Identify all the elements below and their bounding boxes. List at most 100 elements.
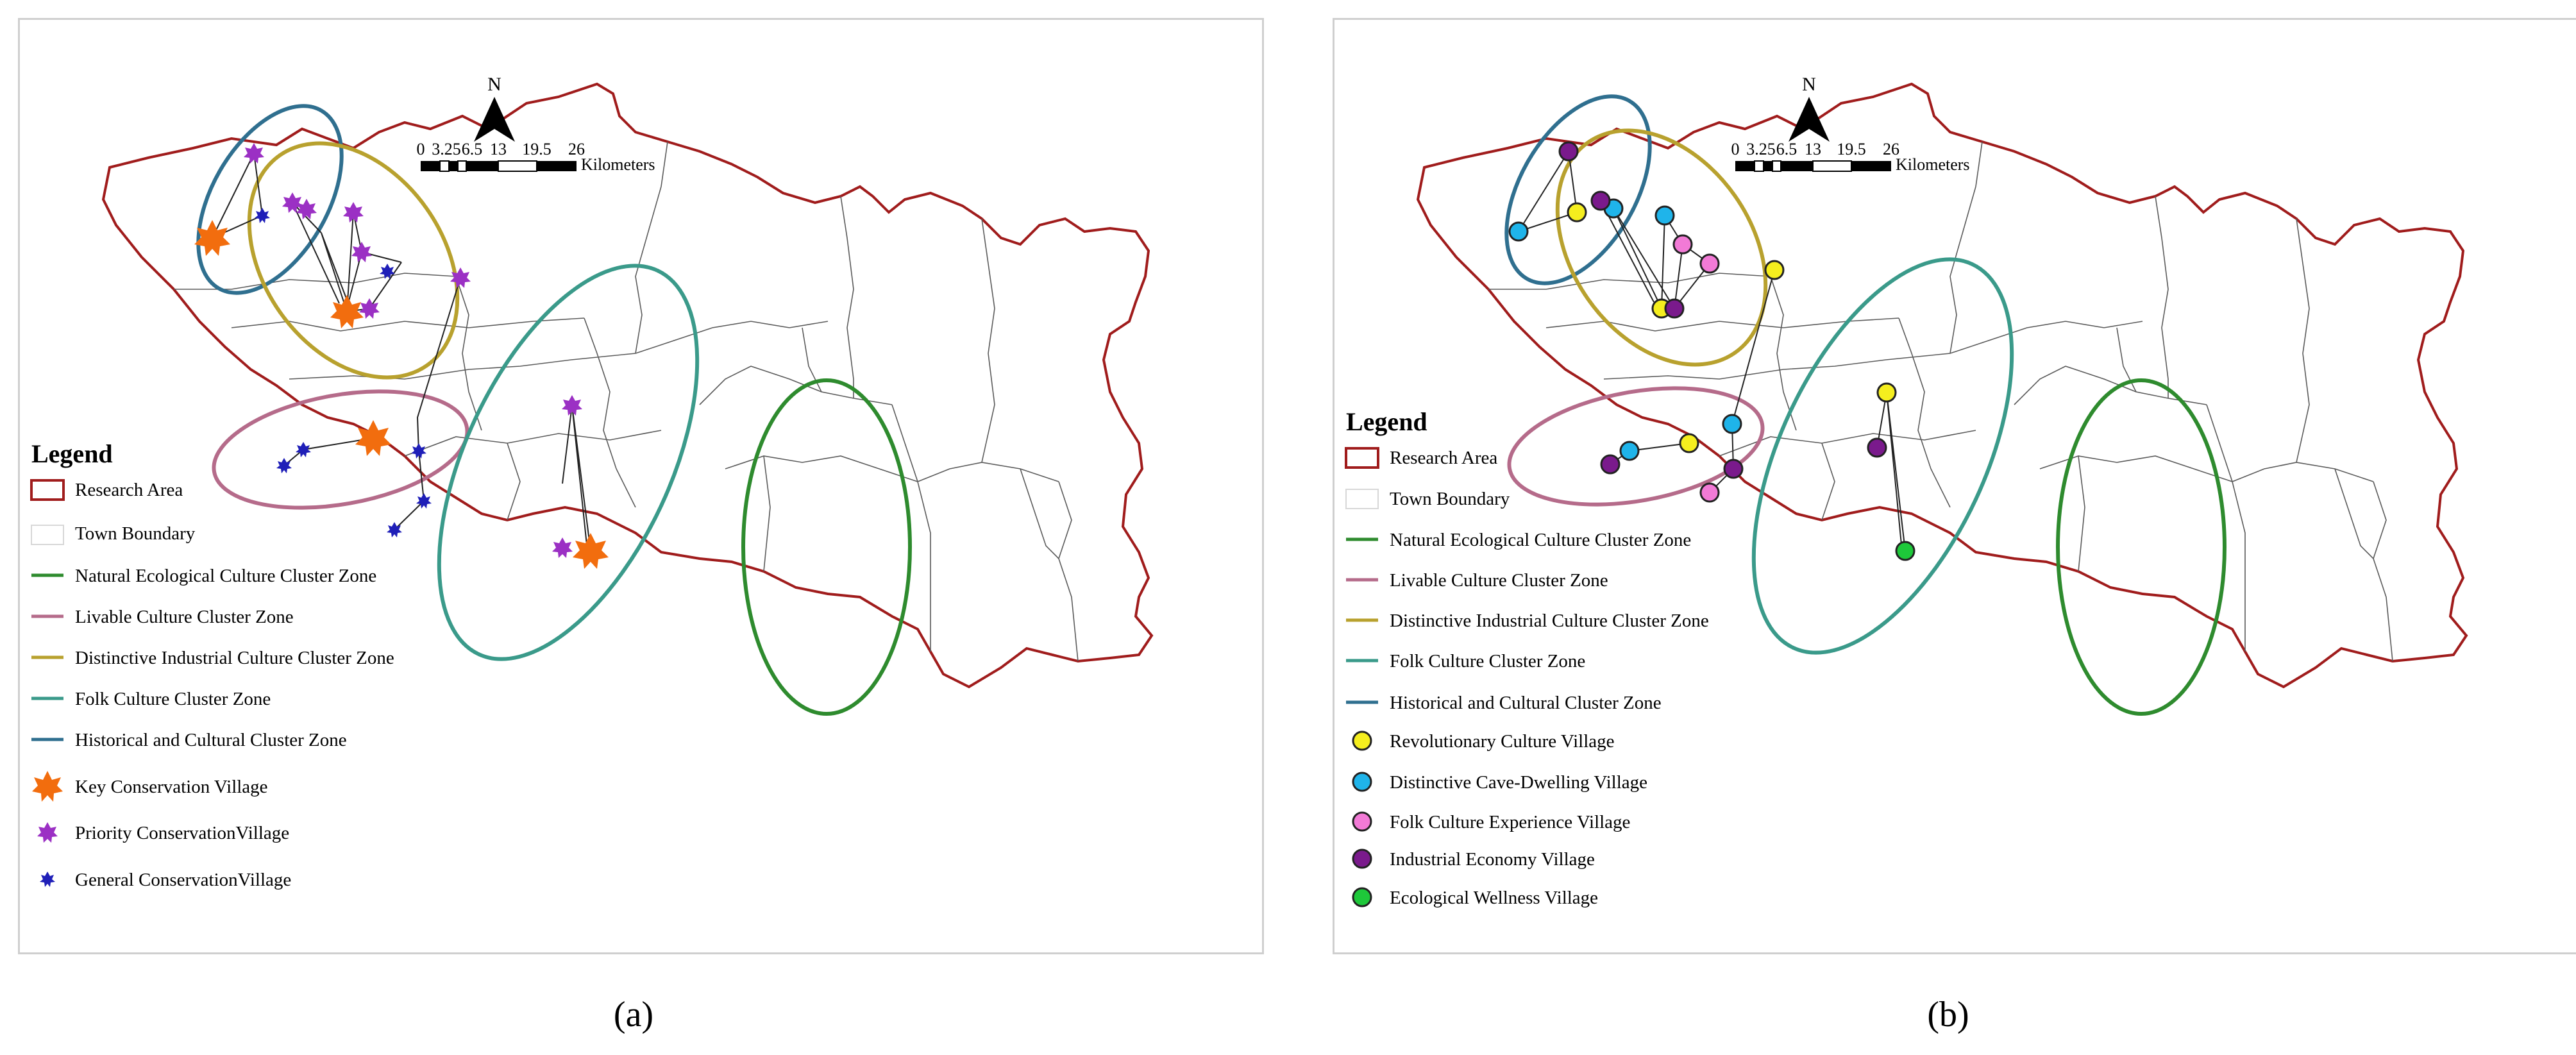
research-area-outline <box>1417 83 2468 688</box>
scale-tick: 6.5 <box>1776 140 1797 158</box>
priority-village-marker <box>450 267 471 288</box>
village-cave-dwelling-marker <box>1722 414 1742 434</box>
map-canvas-a: N 0 3.25 6.5 13 19.5 26 Kilometers <box>30 74 1153 890</box>
livable-culture-zone <box>212 389 469 510</box>
legend-label: Priority ConservationVillage <box>75 823 289 843</box>
priority-village-marker <box>282 192 303 213</box>
legend-label: Distinctive Industrial Culture Cluster Z… <box>75 648 394 668</box>
folk-culture-zone <box>1751 257 2014 655</box>
village-cave-dwelling-marker <box>1508 221 1529 242</box>
village-industrial-marker <box>1590 190 1611 211</box>
village-industrial-marker <box>1664 298 1685 319</box>
legend-folk-experience-icon <box>1352 811 1372 832</box>
priority-village-marker <box>552 537 573 558</box>
village-revolutionary-marker <box>1876 382 1897 403</box>
legend-label: Distinctive Industrial Culture Cluster Z… <box>1390 611 1709 631</box>
legend-label: Folk Culture Cluster Zone <box>1390 651 1585 671</box>
cluster-zones <box>1504 94 2227 716</box>
legend-label: Ecological Wellness Village <box>1390 888 1598 908</box>
priority-village-marker <box>359 298 380 319</box>
legend: Legend Research Area Town Boundary Natur… <box>1345 407 1709 908</box>
general-village-marker <box>276 458 292 473</box>
industrial-culture-zone <box>247 141 460 380</box>
village-industrial-marker <box>1558 141 1579 162</box>
legend-town-boundary-swatch <box>1345 489 1379 509</box>
general-village-marker <box>387 522 402 537</box>
north-label: N <box>487 74 501 95</box>
scale-tick: 3.25 <box>1746 140 1776 158</box>
legend-label: Research Area <box>1390 448 1497 468</box>
panel-caption-a: (a) <box>613 995 654 1034</box>
scale-unit: Kilometers <box>581 155 655 174</box>
legend-title: Legend <box>31 439 113 468</box>
scale-tick: 0 <box>417 140 425 158</box>
legend-town-boundary-swatch <box>31 525 64 545</box>
legend-label: General ConservationVillage <box>75 870 291 890</box>
scale-tick: 13 <box>1805 140 1821 158</box>
priority-village-marker <box>562 395 582 416</box>
north-arrow: N <box>1789 74 1830 142</box>
general-village-marker <box>380 264 395 279</box>
natural-ecological-zone <box>741 378 912 716</box>
north-label: N <box>1802 74 1816 95</box>
general-village-marker <box>296 442 311 457</box>
livable-culture-zone <box>1507 386 1765 507</box>
legend-industrial-icon <box>1352 848 1372 869</box>
village-cave-dwelling-marker <box>1619 441 1640 461</box>
scale-tick: 6.5 <box>462 140 483 158</box>
legend-revolutionary-icon <box>1352 730 1372 751</box>
scale-unit: Kilometers <box>1896 155 1970 174</box>
key-village-marker <box>194 220 230 256</box>
natural-ecological-zone <box>2056 378 2227 716</box>
legend-label: Livable Culture Cluster Zone <box>1390 570 1608 591</box>
legend-priority-star-icon <box>37 822 58 843</box>
cluster-zones <box>196 104 912 716</box>
scale-tick: 26 <box>1883 140 1899 158</box>
scale-tick: 13 <box>490 140 507 158</box>
legend-label: Folk Culture Experience Village <box>1390 812 1630 832</box>
scale-tick: 19.5 <box>522 140 551 158</box>
general-conservation-villages <box>255 208 432 537</box>
village-ecological-marker <box>1895 541 1915 561</box>
north-arrow: N <box>474 74 515 142</box>
legend-ecological-icon <box>1352 887 1372 907</box>
legend-research-area-swatch <box>30 479 65 501</box>
key-conservation-villages <box>194 220 609 569</box>
panel-caption-b: (b) <box>1927 995 1969 1034</box>
priority-village-marker <box>343 202 364 223</box>
legend-key-star-icon <box>32 771 63 802</box>
villages <box>1508 141 1915 561</box>
folk-culture-zone <box>437 264 700 661</box>
priority-village-marker <box>244 143 264 164</box>
map-panel-b: N 0 3.25 6.5 13 19.5 26 Kilometers <box>1333 18 2576 954</box>
village-revolutionary-marker <box>1567 202 1587 223</box>
legend: Legend Research Area Town Boundary Natur… <box>30 439 394 890</box>
legend-label: Industrial Economy Village <box>1390 849 1595 870</box>
legend-label: Town Boundary <box>1390 489 1510 509</box>
village-revolutionary-marker <box>1679 433 1699 453</box>
legend-label: Distinctive Cave-Dwelling Village <box>1390 772 1647 793</box>
priority-village-marker <box>296 199 317 219</box>
scale-tick: 3.25 <box>432 140 461 158</box>
village-folk-experience-marker <box>1699 253 1720 274</box>
scale-tick: 0 <box>1731 140 1740 158</box>
village-folk-experience-marker <box>1672 234 1693 255</box>
scale-tick: 26 <box>568 140 585 158</box>
scale-tick: 19.5 <box>1837 140 1866 158</box>
legend-label: Livable Culture Cluster Zone <box>75 607 294 627</box>
village-revolutionary-marker <box>1764 260 1785 280</box>
general-village-marker <box>416 493 432 509</box>
map-panel-a: N 0 3.25 6.5 13 19.5 26 Kilometers <box>18 18 1264 954</box>
village-cave-dwelling-marker <box>1654 205 1675 226</box>
key-village-marker <box>330 295 364 328</box>
village-folk-experience-marker <box>1699 482 1720 503</box>
map-canvas-b: N 0 3.25 6.5 13 19.5 26 Kilometers <box>1345 74 2468 908</box>
historical-cultural-zone <box>196 104 344 295</box>
legend-label: Folk Culture Cluster Zone <box>75 689 271 709</box>
legend-label: Research Area <box>75 480 183 500</box>
legend-label: Revolutionary Culture Village <box>1390 731 1615 752</box>
scale-bar: 0 3.25 6.5 13 19.5 26 Kilometers <box>417 140 655 174</box>
legend-label: Natural Ecological Culture Cluster Zone <box>1390 530 1691 550</box>
historical-cultural-zone <box>1504 94 1652 285</box>
scale-bar: 0 3.25 6.5 13 19.5 26 Kilometers <box>1731 140 1970 174</box>
